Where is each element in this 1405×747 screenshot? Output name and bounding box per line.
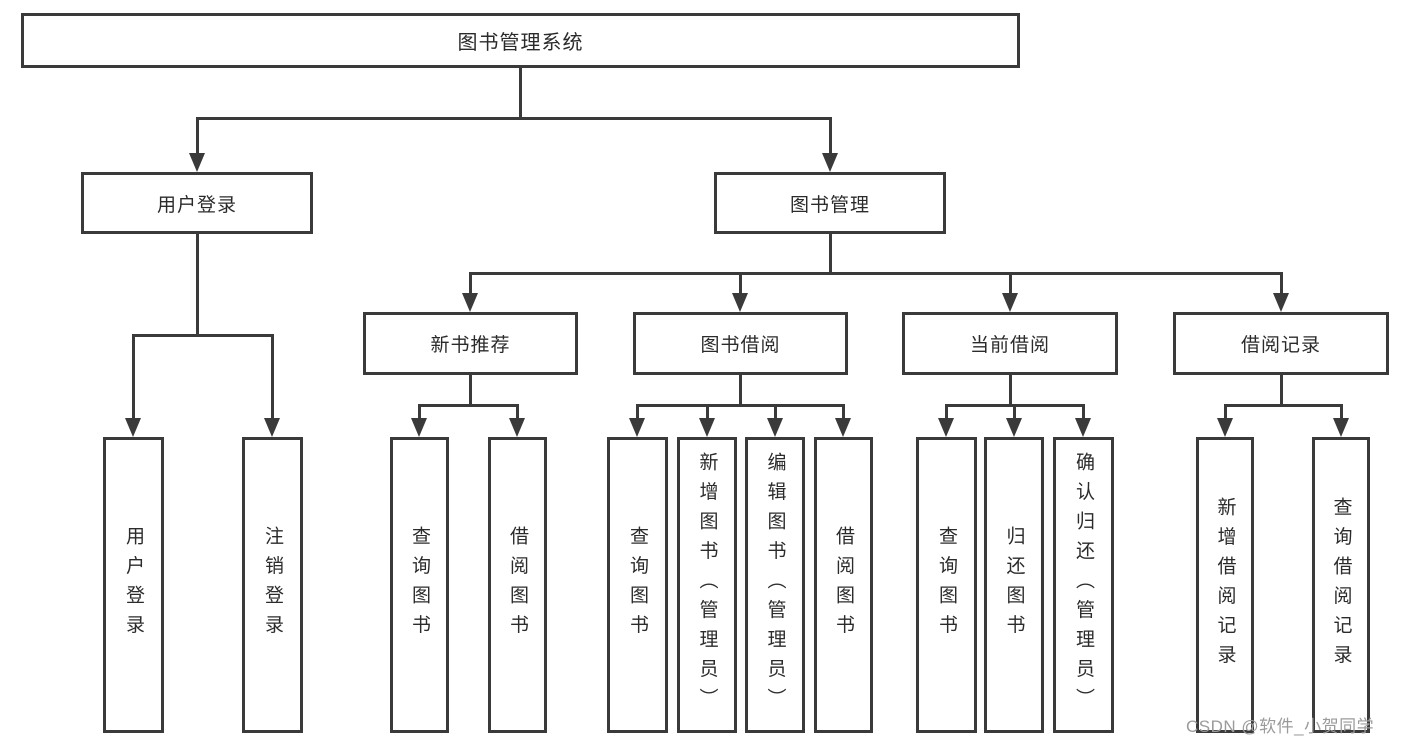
node-book-management: 图书管理 [714,172,946,234]
leaf-label: 确认归还（管理员） [1073,452,1094,718]
arrow-down-icon [462,293,478,312]
connector-drop-leaf [1013,404,1016,420]
connector-hbar [1224,404,1342,407]
node-label: 图书管理系统 [457,32,584,54]
leaf-add-books-admin: 新增图书（管理员） [677,437,737,733]
connector-drop-leaf [1340,404,1343,420]
connector-stem [739,375,742,406]
connector-drop-leaf [516,404,519,420]
connector-root-stem [519,68,522,120]
leaf-query-books: 查询图书 [607,437,668,733]
connector-root-hbar [196,117,832,120]
connector-user-login-hbar [132,334,274,337]
leaf-label: 新增借阅记录 [1214,496,1236,674]
connector-stem [469,375,472,406]
connector-drop-leaf [945,404,948,420]
connector-drop-leaf [271,334,274,419]
arrow-down-icon [125,418,141,437]
arrow-down-icon [1333,418,1349,437]
node-label: 新书推荐 [430,335,511,356]
connector-drop-book-borrow [739,272,742,294]
leaf-add-borrow-record: 新增借阅记录 [1196,437,1254,733]
arrow-down-icon [1217,418,1233,437]
arrow-down-icon [509,418,525,437]
leaf-label: 借阅图书 [507,526,528,644]
connector-book-mgmt-stem [829,234,832,275]
connector-drop-leaf [418,404,421,420]
leaf-query-books: 查询图书 [916,437,977,733]
leaf-label: 编辑图书（管理员） [764,452,786,718]
csdn-watermark: CSDN @软件_小贺同学 [1186,717,1375,736]
connector-drop-borrow-records [1280,272,1283,294]
leaf-label: 归还图书 [1003,526,1025,644]
arrow-down-icon [264,418,280,437]
leaf-label: 查询借阅记录 [1330,496,1352,674]
connector-drop-leaf [1224,404,1227,420]
node-label: 图书借阅 [700,335,781,356]
leaf-label: 注销登录 [262,526,283,644]
node-book-borrow: 图书借阅 [633,312,848,375]
connector-drop-user-login [196,117,199,155]
leaf-borrow-books: 借阅图书 [814,437,873,733]
connector-stem [1009,375,1012,406]
arrow-down-icon [629,418,645,437]
node-new-book-recommend: 新书推荐 [363,312,578,375]
arrow-down-icon [822,153,838,172]
node-current-borrow: 当前借阅 [902,312,1118,375]
leaf-label: 借阅图书 [833,526,854,644]
connector-hbar [636,404,845,407]
connector-drop-leaf [774,404,777,420]
leaf-query-borrow-record: 查询借阅记录 [1312,437,1370,733]
connector-drop-leaf [132,334,135,419]
connector-user-login-stem [196,234,199,337]
leaf-label: 新增图书（管理员） [696,452,718,718]
node-borrow-records: 借阅记录 [1173,312,1389,375]
leaf-label: 用户登录 [123,526,144,644]
connector-drop-leaf [706,404,709,420]
node-label: 当前借阅 [969,335,1050,356]
node-library-management-system: 图书管理系统 [21,13,1020,68]
connector-drop-leaf [842,404,845,420]
connector-book-mgmt-hbar [469,272,1282,275]
leaf-logout: 注销登录 [242,437,303,733]
connector-drop-new-book [469,272,472,294]
arrow-down-icon [1006,418,1022,437]
leaf-user-login: 用户登录 [103,437,164,733]
leaf-query-books: 查询图书 [390,437,449,733]
connector-drop-leaf [636,404,639,420]
connector-hbar [418,404,519,407]
leaf-edit-books-admin: 编辑图书（管理员） [745,437,805,733]
arrow-down-icon [411,418,427,437]
connector-drop-book-management [829,117,832,155]
node-label: 用户登录 [156,194,237,216]
arrow-down-icon [1002,293,1018,312]
leaf-label: 查询图书 [936,526,957,644]
arrow-down-icon [1075,418,1091,437]
node-user-login: 用户登录 [81,172,313,234]
leaf-label: 查询图书 [409,526,430,644]
node-label: 借阅记录 [1240,335,1321,356]
leaf-borrow-books: 借阅图书 [488,437,547,733]
arrow-down-icon [699,418,715,437]
arrow-down-icon [835,418,851,437]
arrow-down-icon [189,153,205,172]
node-label: 图书管理 [789,194,870,216]
leaf-return-books: 归还图书 [984,437,1044,733]
arrow-down-icon [767,418,783,437]
leaf-label: 查询图书 [627,526,648,644]
arrow-down-icon [938,418,954,437]
arrow-down-icon [732,293,748,312]
connector-drop-leaf [1082,404,1085,420]
leaf-confirm-return-admin: 确认归还（管理员） [1053,437,1114,733]
arrow-down-icon [1273,293,1289,312]
connector-drop-current-borrow [1009,272,1012,294]
connector-stem [1280,375,1283,406]
